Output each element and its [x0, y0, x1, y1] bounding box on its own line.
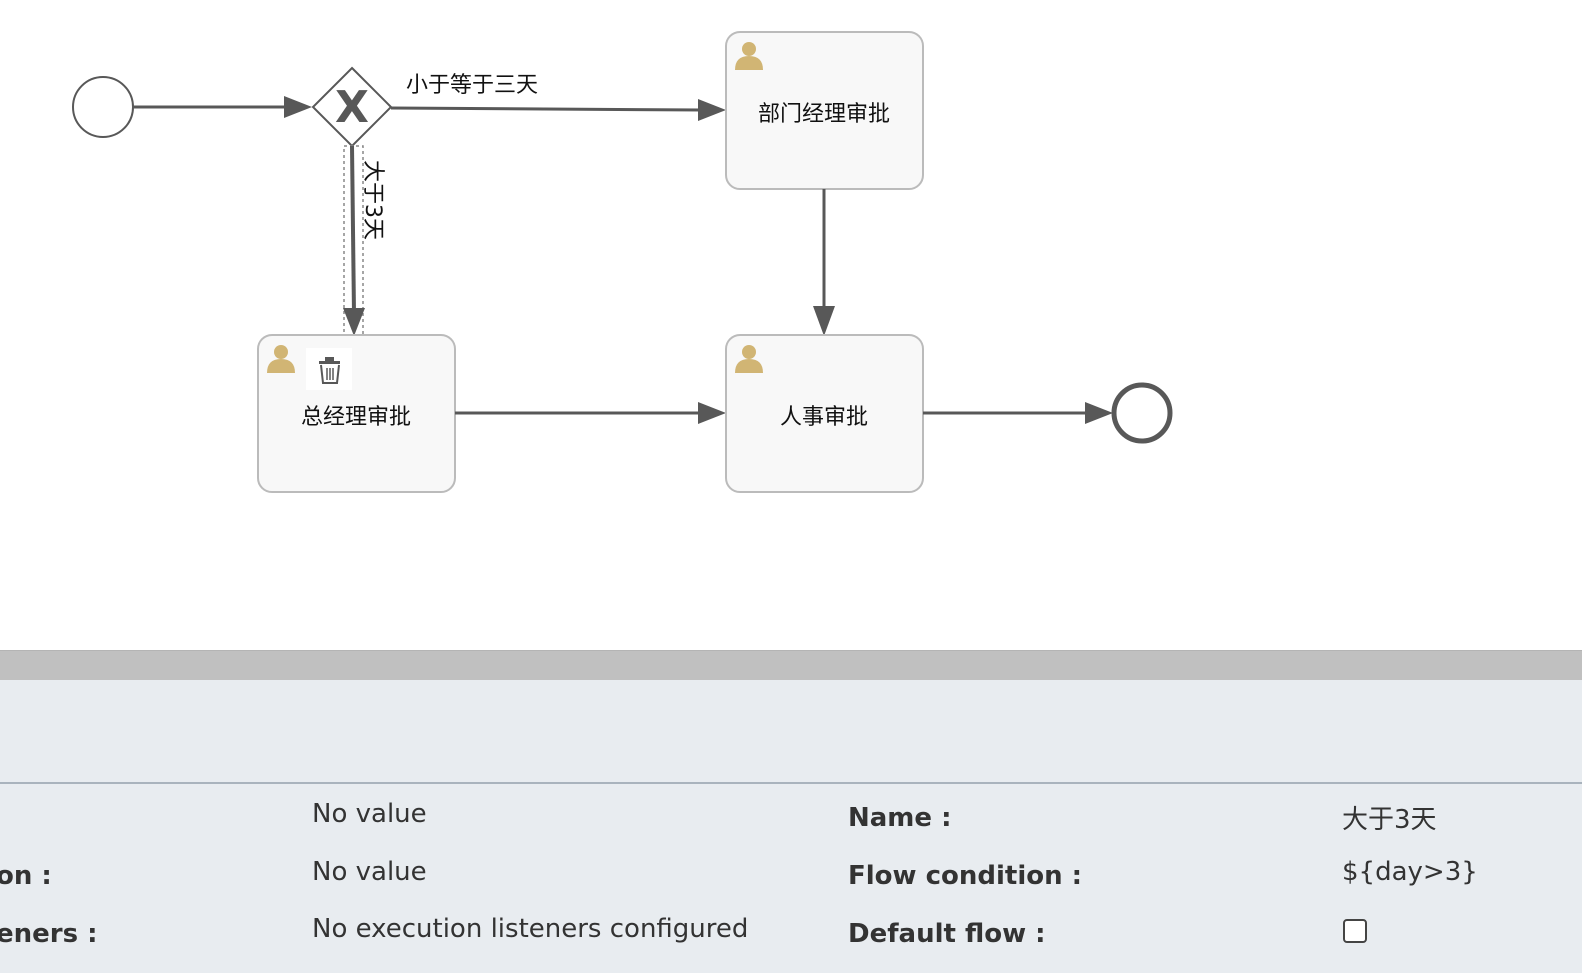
flow-le3[interactable] [390, 99, 726, 121]
property-label-execution-listeners: eners : [0, 919, 98, 949]
task-label: 部门经理审批 [758, 102, 890, 127]
task-label: 总经理审批 [301, 405, 411, 430]
flow-dept-to-hr[interactable] [813, 189, 835, 336]
task-general-manager[interactable]: 总经理审批 [257, 334, 456, 493]
task-dept-manager[interactable]: 部门经理审批 [725, 31, 924, 190]
property-label-name: Name : [848, 803, 952, 833]
property-value-documentation[interactable]: No value [312, 857, 427, 887]
property-value-execution-listeners[interactable]: No execution listeners configured [312, 914, 749, 944]
flow-start-to-gateway[interactable] [133, 96, 312, 118]
trash-icon[interactable] [306, 348, 352, 390]
property-value-id[interactable]: No value [312, 799, 427, 829]
property-label-default-flow: Default flow : [848, 919, 1046, 949]
end-event[interactable] [1111, 382, 1173, 444]
property-label-documentation: on : [0, 861, 52, 891]
panel-splitter[interactable] [0, 650, 1582, 680]
property-value-name[interactable]: 大于3天 [1342, 805, 1437, 835]
flow-gt3-label: 大于3天 [360, 160, 385, 240]
flow-hr-to-end[interactable] [923, 402, 1113, 424]
task-hr[interactable]: 人事审批 [725, 334, 924, 493]
start-event[interactable] [72, 76, 134, 138]
flow-gm-to-hr[interactable] [455, 402, 726, 424]
property-value-flow-condition[interactable]: ${day>3} [1342, 857, 1478, 887]
task-label: 人事审批 [780, 405, 868, 430]
exclusive-gateway[interactable]: X [311, 66, 393, 148]
flow-le3-label: 小于等于三天 [406, 73, 538, 98]
properties-header [0, 680, 1582, 784]
default-flow-checkbox[interactable] [1343, 919, 1367, 943]
bpmn-diagram[interactable]: X 小于等于三天 大于3天 部门经理审批 [0, 0, 1582, 650]
property-label-flow-condition: Flow condition : [848, 861, 1083, 891]
properties-panel: No value on : No value eners : No execut… [0, 680, 1582, 973]
gateway-x-icon: X [335, 82, 369, 133]
bpmn-canvas[interactable]: X 小于等于三天 大于3天 部门经理审批 [0, 0, 1582, 650]
